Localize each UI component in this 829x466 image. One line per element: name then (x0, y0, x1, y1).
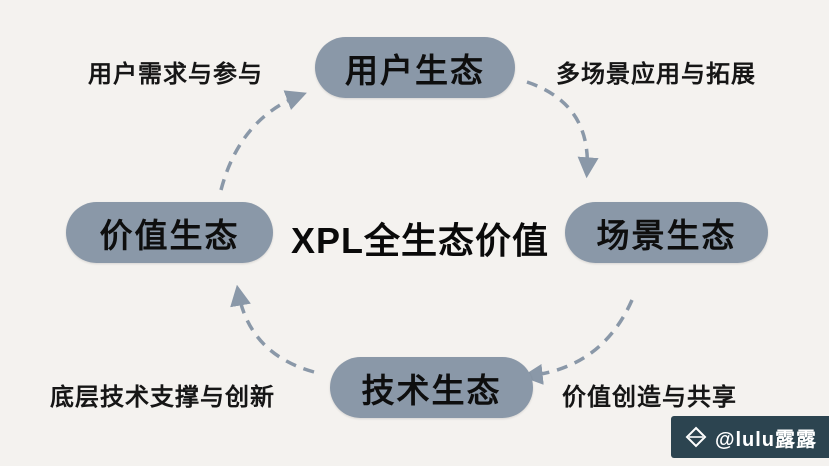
node-tech-ecosystem-label: 技术生态 (361, 371, 502, 409)
edge-label-user-demand: 用户需求与参与 (88, 61, 263, 88)
node-scene-ecosystem: 场景生态 (565, 202, 768, 263)
node-scene-ecosystem-label: 场景生态 (596, 216, 737, 254)
arrow-value-to-user-icon (219, 90, 307, 191)
watermark-logo-icon (685, 426, 707, 448)
diagram-title: XPL全生态价值 (290, 220, 549, 261)
edge-label-multi-scene: 多场景应用与拓展 (556, 61, 756, 88)
edge-label-value-sharing: 价值创造与共享 (562, 384, 737, 411)
arrow-scene-to-tech-icon (521, 299, 634, 385)
node-user-ecosystem: 用户生态 (315, 37, 515, 98)
watermark-badge: @lulu露露 (670, 416, 829, 458)
edge-label-tech-support: 底层技术支撑与创新 (50, 384, 275, 411)
arrow-user-to-scene-icon (526, 80, 599, 179)
node-tech-ecosystem: 技术生态 (330, 357, 533, 418)
watermark-text: @lulu露露 (714, 428, 817, 451)
node-user-ecosystem-label: 用户生态 (345, 51, 485, 89)
arrow-tech-to-value-icon (230, 284, 315, 374)
node-value-ecosystem: 价值生态 (66, 202, 273, 263)
node-value-ecosystem-label: 价值生态 (99, 216, 240, 254)
